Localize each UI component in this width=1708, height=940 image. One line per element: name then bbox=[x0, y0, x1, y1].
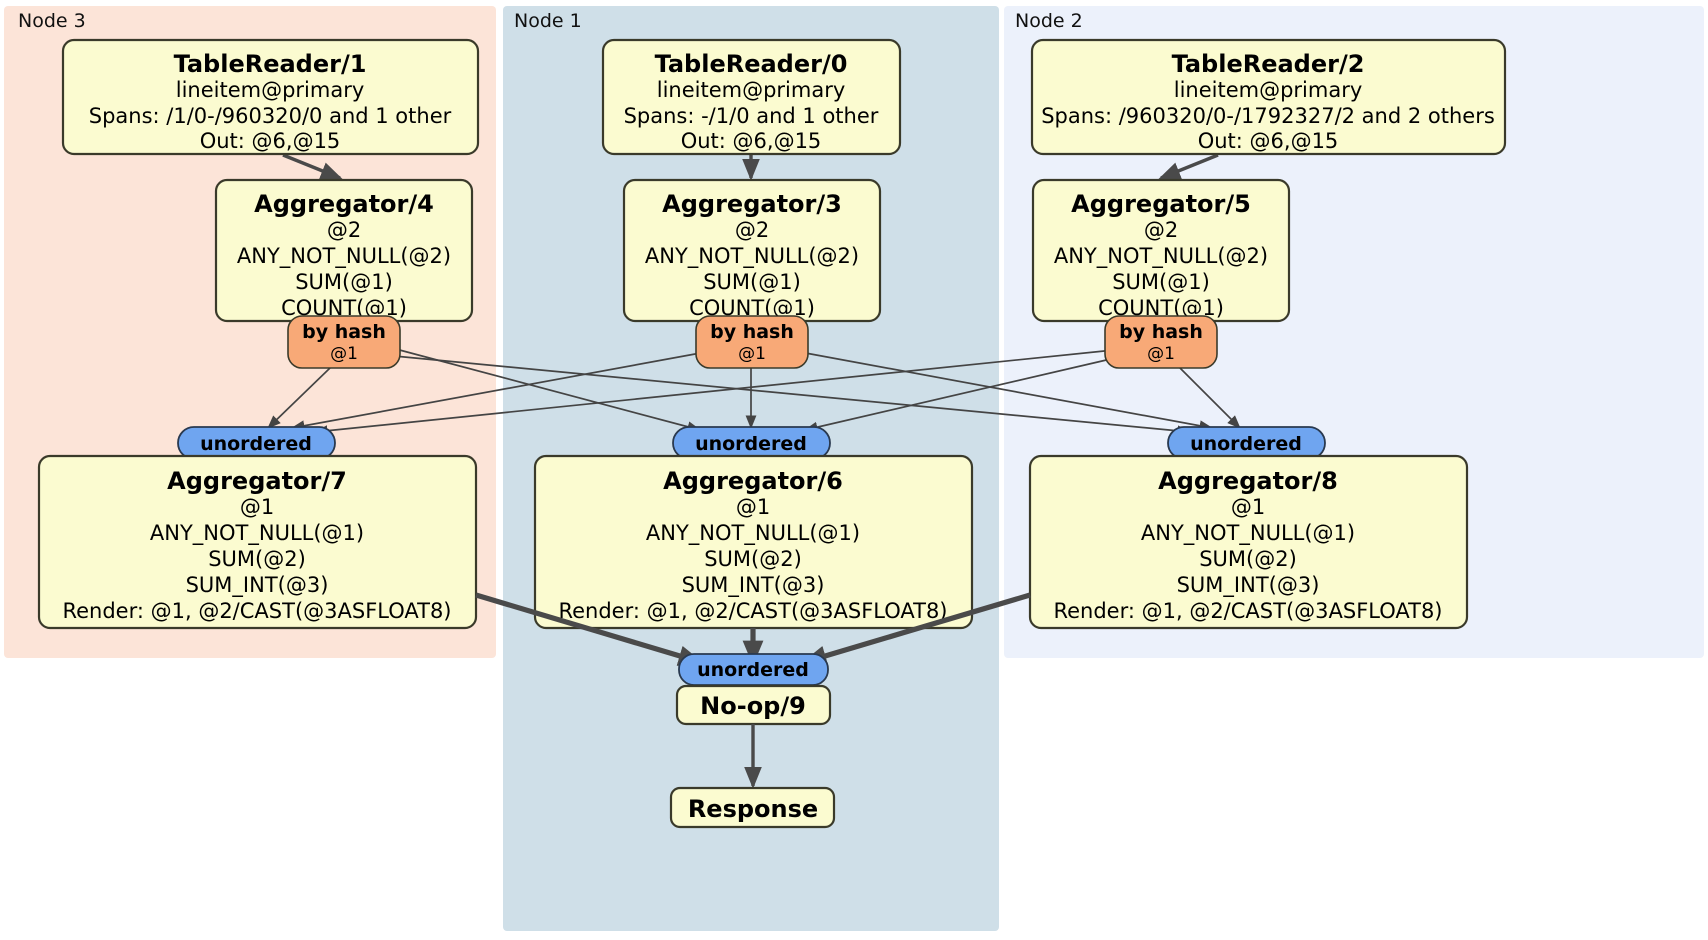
aggregator-3-line-2: SUM(@1) bbox=[703, 270, 801, 294]
unordered-left-label: unordered bbox=[200, 433, 312, 455]
aggregator-6-line-2: SUM(@2) bbox=[704, 547, 802, 571]
by-hash-center-sub: @1 bbox=[738, 344, 766, 364]
by-hash-left-shape bbox=[287, 315, 401, 369]
aggregator-7-box bbox=[37, 454, 478, 630]
aggregator-6-line-3: SUM_INT(@3) bbox=[682, 573, 825, 598]
aggregator-6-line-0: @1 bbox=[736, 495, 770, 519]
edge-hash-center-to-unordered-right bbox=[799, 351, 1214, 432]
edge-tr2-agg5 bbox=[1158, 153, 1219, 180]
by-hash-left-title: by hash bbox=[302, 321, 386, 343]
badge-unordered-final[interactable]: unordered bbox=[678, 653, 829, 686]
unordered-center-label: unordered bbox=[695, 433, 807, 455]
aggregator-7-title: Aggregator/7 bbox=[167, 467, 347, 495]
badge-unordered-left[interactable]: unordered bbox=[177, 426, 336, 460]
tablereader-0-box bbox=[601, 38, 902, 156]
tablereader-1-line-2: Out: @6,@15 bbox=[200, 129, 341, 153]
by-hash-left-sub: @1 bbox=[330, 344, 358, 364]
region-label-node-2: Node 2 bbox=[1015, 10, 1083, 32]
processor-tablereader-0[interactable]: TableReader/0 lineitem@primary Spans: -/… bbox=[601, 38, 902, 156]
tablereader-2-line-1: Spans: /960320/0-/1792327/2 and 2 others bbox=[1041, 104, 1495, 128]
processor-response[interactable]: Response bbox=[669, 786, 836, 829]
aggregator-3-title: Aggregator/3 bbox=[662, 190, 842, 218]
aggregator-7-line-3: SUM_INT(@3) bbox=[186, 573, 329, 598]
aggregator-8-line-0: @1 bbox=[1231, 495, 1265, 519]
aggregator-4-title: Aggregator/4 bbox=[254, 190, 434, 218]
badge-by-hash-center[interactable]: by hash @1 bbox=[695, 315, 809, 369]
aggregator-8-line-3: SUM_INT(@3) bbox=[1177, 573, 1320, 598]
tablereader-0-title: TableReader/0 bbox=[655, 50, 848, 78]
tablereader-1-box bbox=[61, 38, 480, 156]
by-hash-center-shape bbox=[695, 315, 809, 369]
aggregator-6-title: Aggregator/6 bbox=[663, 467, 843, 495]
processor-tablereader-1[interactable]: TableReader/1 lineitem@primary Spans: /1… bbox=[61, 38, 480, 156]
aggregator-8-line-2: SUM(@2) bbox=[1199, 547, 1297, 571]
aggregator-6-line-1: ANY_NOT_NULL(@1) bbox=[646, 521, 860, 546]
aggregator-4-line-0: @2 bbox=[327, 218, 361, 242]
aggregator-7-line-4: Render: @1, @2/CAST(@3ASFLOAT8) bbox=[62, 599, 451, 623]
aggregator-7-line-2: SUM(@2) bbox=[208, 547, 306, 571]
tablereader-2-line-0: lineitem@primary bbox=[1174, 78, 1363, 102]
edge-tr1-agg4 bbox=[282, 153, 343, 180]
aggregator-3-line-0: @2 bbox=[735, 218, 769, 242]
unordered-right-label: unordered bbox=[1190, 433, 1302, 455]
tablereader-0-line-0: lineitem@primary bbox=[657, 78, 846, 102]
region-label-node-3: Node 3 bbox=[18, 10, 86, 32]
by-hash-right-sub: @1 bbox=[1147, 344, 1175, 364]
tablereader-0-line-1: Spans: -/1/0 and 1 other bbox=[624, 104, 879, 128]
aggregator-8-line-1: ANY_NOT_NULL(@1) bbox=[1141, 521, 1355, 546]
aggregator-4-line-2: SUM(@1) bbox=[295, 270, 393, 294]
aggregator-6-line-4: Render: @1, @2/CAST(@3ASFLOAT8) bbox=[558, 599, 947, 623]
tablereader-0-line-2: Out: @6,@15 bbox=[681, 129, 822, 153]
processor-aggregator-4[interactable]: Aggregator/4 @2 ANY_NOT_NULL(@2) SUM(@1)… bbox=[214, 178, 474, 323]
edge-hash-right-to-unordered-left bbox=[313, 349, 1115, 437]
edge-hash-right-to-unordered-right bbox=[1179, 367, 1241, 429]
processor-aggregator-7[interactable]: Aggregator/7 @1 ANY_NOT_NULL(@1) SUM(@2)… bbox=[37, 454, 478, 630]
unordered-final-label: unordered bbox=[697, 659, 809, 681]
edge-hash-right-to-unordered-center bbox=[804, 357, 1116, 433]
edge-agg7-to-unordered-final bbox=[475, 592, 704, 666]
edge-hash-left-to-unordered-right bbox=[393, 355, 1192, 437]
badge-unordered-center[interactable]: unordered bbox=[672, 426, 831, 460]
aggregator-8-line-4: Render: @1, @2/CAST(@3ASFLOAT8) bbox=[1053, 599, 1442, 623]
processor-aggregator-8[interactable]: Aggregator/8 @1 ANY_NOT_NULL(@1) SUM(@2)… bbox=[1028, 454, 1469, 630]
response-title: Response bbox=[688, 795, 818, 823]
aggregator-4-line-1: ANY_NOT_NULL(@2) bbox=[237, 244, 451, 269]
aggregator-5-line-2: SUM(@1) bbox=[1112, 270, 1210, 294]
by-hash-right-shape bbox=[1104, 315, 1218, 369]
response-box bbox=[669, 786, 836, 829]
aggregator-5-line-0: @2 bbox=[1144, 218, 1178, 242]
aggregator-3-line-1: ANY_NOT_NULL(@2) bbox=[645, 244, 859, 269]
tablereader-1-line-0: lineitem@primary bbox=[176, 78, 365, 102]
tablereader-1-title: TableReader/1 bbox=[174, 50, 367, 78]
by-hash-center-title: by hash bbox=[710, 321, 794, 343]
aggregator-8-title: Aggregator/8 bbox=[1158, 467, 1338, 495]
aggregator-8-box bbox=[1028, 454, 1469, 630]
aggregator-5-title: Aggregator/5 bbox=[1071, 190, 1251, 218]
tablereader-1-line-1: Spans: /1/0-/960320/0 and 1 other bbox=[89, 104, 452, 128]
edge-hash-left-to-unordered-center bbox=[391, 347, 701, 433]
processor-noop-9[interactable]: No-op/9 bbox=[675, 684, 832, 726]
tablereader-2-title: TableReader/2 bbox=[1172, 50, 1365, 78]
processor-aggregator-6[interactable]: Aggregator/6 @1 ANY_NOT_NULL(@1) SUM(@2)… bbox=[533, 454, 974, 630]
tablereader-2-line-2: Out: @6,@15 bbox=[1198, 129, 1339, 153]
aggregator-7-line-1: ANY_NOT_NULL(@1) bbox=[150, 521, 364, 546]
processor-aggregator-5[interactable]: Aggregator/5 @2 ANY_NOT_NULL(@2) SUM(@1)… bbox=[1031, 178, 1291, 323]
by-hash-right-title: by hash bbox=[1119, 321, 1203, 343]
processor-tablereader-2[interactable]: TableReader/2 lineitem@primary Spans: /9… bbox=[1030, 38, 1507, 156]
aggregator-7-line-0: @1 bbox=[240, 495, 274, 519]
region-label-node-1: Node 1 bbox=[514, 10, 582, 32]
aggregator-5-line-1: ANY_NOT_NULL(@2) bbox=[1054, 244, 1268, 269]
badge-by-hash-right[interactable]: by hash @1 bbox=[1104, 315, 1218, 369]
edge-hash-left-to-unordered-left bbox=[267, 367, 331, 429]
badge-by-hash-left[interactable]: by hash @1 bbox=[287, 315, 401, 369]
badge-unordered-right[interactable]: unordered bbox=[1167, 426, 1326, 460]
processor-aggregator-3[interactable]: Aggregator/3 @2 ANY_NOT_NULL(@2) SUM(@1)… bbox=[622, 178, 882, 323]
noop-9-title: No-op/9 bbox=[700, 692, 806, 720]
edge-agg8-to-unordered-final bbox=[801, 592, 1031, 666]
edge-hash-center-to-unordered-left bbox=[290, 351, 707, 432]
tablereader-2-box bbox=[1030, 38, 1507, 156]
